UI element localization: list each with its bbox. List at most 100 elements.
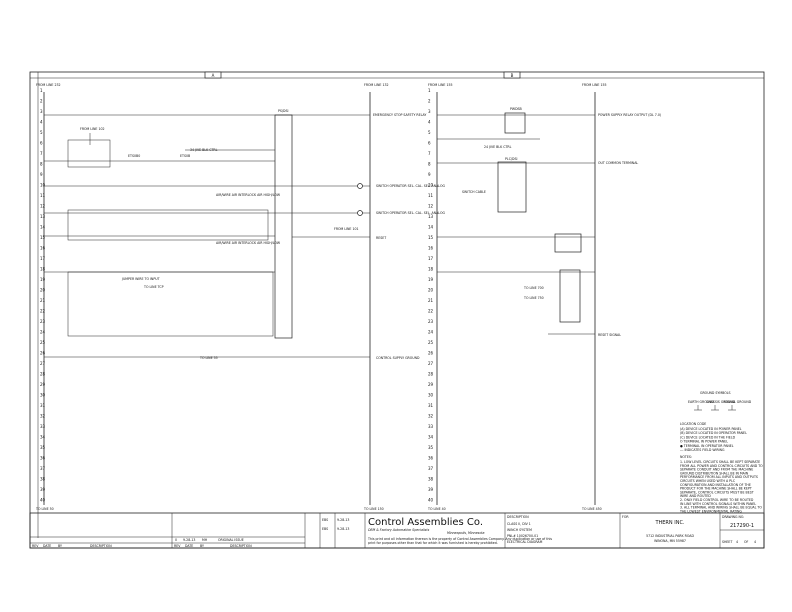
air-box-1 bbox=[67, 209, 269, 241]
of-label: OF bbox=[744, 540, 749, 544]
to-line-700: TO LINE 700 bbox=[523, 286, 544, 290]
sheet-label: SHEET bbox=[722, 540, 732, 544]
right-top-tag: PWDSB bbox=[510, 107, 522, 111]
left-from-line-left: FROM LINE 232 bbox=[36, 83, 61, 87]
left-to-line-right: TO LINE 150 bbox=[363, 507, 384, 511]
rung-number-left: 19 bbox=[40, 277, 46, 282]
note-line: SEPARATE, CONTROL CIRCUITS MUST BE BEST bbox=[680, 490, 754, 494]
relay-box bbox=[67, 139, 111, 168]
rung-number-left: 29 bbox=[40, 382, 46, 387]
right-from-line-right: FROM LINE 155 bbox=[582, 83, 607, 87]
rev-0-date: 9-28-13 bbox=[183, 538, 195, 542]
rung-number-right: 6 bbox=[428, 141, 431, 146]
rung-number-right: 2 bbox=[428, 99, 431, 104]
rung-number-left: 22 bbox=[40, 309, 46, 314]
title-block-frame bbox=[29, 512, 765, 549]
rung-number-left: 16 bbox=[40, 246, 46, 251]
left-from-line-right: FROM LINE 132 bbox=[364, 83, 389, 87]
estop-label: EMERGENCY STOP SAFETY RELAY bbox=[373, 113, 426, 117]
rev-header-rev: REV bbox=[174, 544, 181, 548]
marker-left: A bbox=[212, 73, 215, 78]
note-line: IN LINE WITH CONTROL SIGNALS WITHIN PANE… bbox=[680, 502, 756, 506]
rung-number-left: 9 bbox=[40, 172, 43, 177]
marker-tab-right bbox=[503, 71, 521, 79]
rev-header-date: DATE bbox=[185, 544, 193, 548]
left-ladder: FROM LINE 232 FROM LINE 132 TO LINE 50 T… bbox=[35, 83, 445, 511]
marker-tab-left bbox=[204, 71, 222, 79]
rung-number-left: 15 bbox=[40, 235, 46, 240]
rung-number-right: 31 bbox=[428, 403, 434, 408]
rung-number-right: 17 bbox=[428, 256, 434, 261]
power-supply-label: POWER SUPPLY RELAY OUTPUT (DL 7.0) bbox=[598, 113, 661, 117]
approval-checked-date: 9-28-13 bbox=[337, 527, 349, 531]
legend: GROUND SYMBOLS EARTH GROUND CHASSIS GROU… bbox=[679, 391, 763, 513]
rev-header-rev-2: REV bbox=[32, 544, 39, 548]
pendant-light-2 bbox=[357, 210, 363, 216]
ground-symbol-signal: SIGNAL GROUND bbox=[724, 400, 752, 404]
relay-block-2 bbox=[559, 269, 581, 323]
from-line-101: FROM LINE 101 bbox=[334, 227, 359, 231]
to-line-750: TO LINE 750 bbox=[523, 296, 544, 300]
disclaimer-2: print for purposes other than that for w… bbox=[368, 541, 498, 545]
rung-number-right: 34 bbox=[428, 435, 434, 440]
rung-number-left: 17 bbox=[40, 256, 46, 261]
rung-number-right: 14 bbox=[428, 225, 434, 230]
switch-cable-label: SWITCH CABLE bbox=[462, 190, 486, 194]
left-to-line-left: TO LINE 50 bbox=[35, 507, 54, 511]
rung-number-left: 37 bbox=[40, 466, 46, 471]
rung-number-left: 39 bbox=[40, 487, 46, 492]
rung-number-right: 13 bbox=[428, 214, 434, 219]
ground-symbol-earth: EARTH GROUND bbox=[688, 400, 714, 404]
rung-numbers-right: 1234567891011121314151617181920212223242… bbox=[428, 88, 434, 503]
rung-number-left: 4 bbox=[40, 120, 43, 125]
rung-number-right: 37 bbox=[428, 466, 434, 471]
contact-label-2: ETS0B bbox=[180, 154, 190, 158]
approval-drawn-date: 9-28-13 bbox=[337, 518, 349, 522]
rung-number-right: 26 bbox=[428, 351, 434, 356]
rung-number-left: 35 bbox=[40, 445, 46, 450]
sheet-number: 4 bbox=[736, 540, 738, 544]
rung-number-right: 4 bbox=[428, 120, 431, 125]
rung-number-left: 2 bbox=[40, 99, 43, 104]
rung-number-left: 21 bbox=[40, 298, 46, 303]
jumper-label: JUMPER WIRE TO INPUT bbox=[121, 277, 160, 281]
customer-name: THERN INC. bbox=[654, 520, 684, 526]
rung-number-left: 31 bbox=[40, 403, 46, 408]
location-line: ● TERMINAL IN OPERATOR PANEL bbox=[680, 444, 734, 448]
limit-label: TO LINE TCP bbox=[143, 285, 164, 289]
marker-right: B bbox=[511, 73, 514, 78]
rung-number-left: 8 bbox=[40, 162, 43, 167]
company-location: Minneapolis, Minnesota bbox=[447, 531, 485, 535]
out-common-label: OUT COMMON TERMINAL bbox=[598, 161, 638, 165]
description-line-4: ELECTRICAL DIAGRAM bbox=[507, 540, 543, 544]
pendant-label-2: SWITCH OPERATOR SEL. CAL. SEL. ANALOG bbox=[376, 211, 445, 215]
rung-number-right: 15 bbox=[428, 235, 434, 240]
company-tagline: OEM & Factory Automation Specialists bbox=[368, 528, 430, 532]
rung-number-right: 5 bbox=[428, 130, 431, 135]
ground-symbols-title: GROUND SYMBOLS bbox=[700, 391, 731, 395]
rung-number-right: 25 bbox=[428, 340, 434, 345]
output-label: CONTROL SUPPLY GROUND bbox=[376, 356, 420, 360]
contact-label-1: ETS0B0 bbox=[128, 154, 140, 158]
rung-number-right: 39 bbox=[428, 487, 434, 492]
for-label: FOR bbox=[622, 515, 629, 519]
rung-number-left: 6 bbox=[40, 141, 43, 146]
rung-number-left: 24 bbox=[40, 330, 46, 335]
pendant-label-1: SWITCH OPERATOR SEL. CAL. SEL. ANALOG bbox=[376, 184, 445, 188]
approval-drawn-by: EBS bbox=[322, 518, 328, 522]
rev-0-desc: ORIGINAL ISSUE bbox=[218, 538, 244, 542]
rung-numbers-left: 1234567891011121314151617181920212223242… bbox=[40, 88, 46, 503]
rev-header-by: BY bbox=[200, 544, 204, 548]
from-line-102: FROM LINE 102 bbox=[80, 127, 105, 131]
sheet-total: 4 bbox=[754, 540, 756, 544]
rung-number-right: 1 bbox=[428, 88, 431, 93]
rung-number-left: 10 bbox=[40, 183, 46, 188]
note-line: WIRE AND ROUTED bbox=[680, 494, 711, 498]
right-to-line-left: TO LINE 40 bbox=[427, 507, 446, 511]
rung-number-right: 23 bbox=[428, 319, 434, 324]
rung-number-left: 3 bbox=[40, 109, 43, 114]
approval-checked-by: EBS bbox=[322, 527, 328, 531]
rung-number-left: 38 bbox=[40, 477, 46, 482]
description-line-1: CLASS II, DIV 1 bbox=[507, 522, 531, 526]
